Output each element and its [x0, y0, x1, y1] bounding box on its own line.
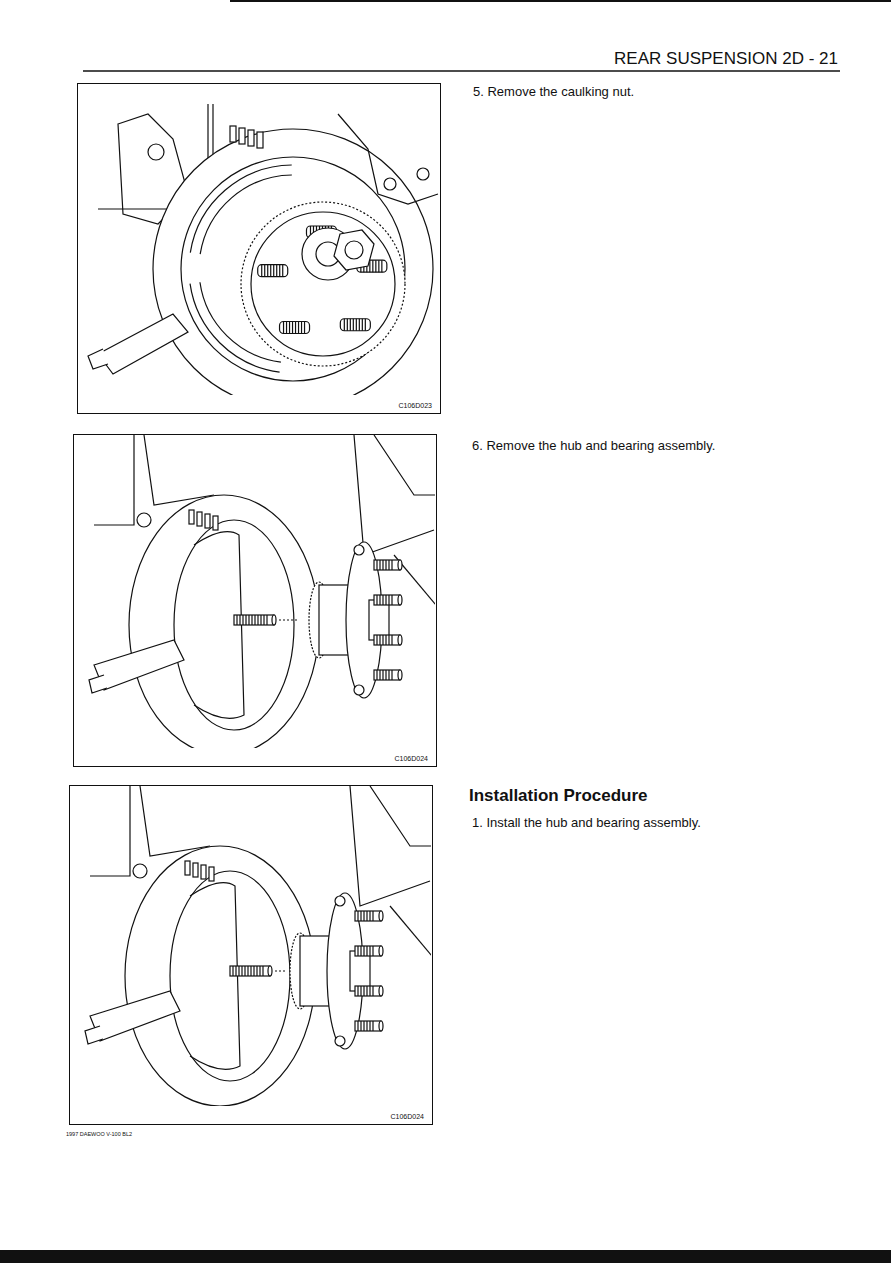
figure-frame: C106D024 [69, 785, 433, 1125]
page-header: REAR SUSPENSION 2D - 21 [614, 49, 838, 69]
figure-frame: C106D024 [73, 434, 437, 767]
nut-bore [345, 241, 363, 259]
step-text: 1. Install the hub and bearing assembly. [472, 815, 701, 830]
hub-cap [369, 600, 389, 640]
footer-text: 1997 DAEWOO V-100 BL2 [66, 1131, 132, 1137]
top-rule [230, 0, 891, 2]
wheel-stud [230, 966, 272, 976]
hub-illustration [74, 435, 435, 748]
wheel-cylinder [185, 861, 190, 875]
backing-plate-ridge [181, 157, 405, 381]
wheel-cylinder [189, 510, 194, 524]
caulking-nut [334, 230, 374, 270]
bottom-band [0, 1250, 891, 1263]
backing-plate-ridge [170, 871, 290, 1081]
flange-hole [335, 1036, 345, 1046]
wheel-cylinder [201, 865, 206, 879]
abs-ring [241, 202, 405, 366]
fastener [417, 168, 429, 180]
hub-illustration [78, 84, 439, 395]
figure-frame: C106D023 [77, 83, 441, 414]
header-rule [83, 70, 840, 72]
wheel-stud [374, 595, 402, 605]
flange-hole [354, 545, 364, 555]
wheel-cylinder [248, 130, 254, 146]
arm-bolt [89, 675, 107, 693]
wheel-stud [374, 560, 402, 570]
wheel-stud [355, 911, 383, 921]
wheel-stud [355, 946, 383, 956]
brake-shoe [194, 532, 244, 719]
section-heading: Installation Procedure [469, 786, 648, 806]
center-line [279, 619, 299, 620]
hub-cap [350, 951, 370, 991]
wheel-cylinder [213, 516, 218, 530]
figure-code: C106D023 [399, 402, 432, 409]
figure-code: C106D024 [391, 1113, 424, 1120]
wheel-stud [280, 322, 310, 334]
wheel-cylinder [209, 867, 214, 881]
hub-illustration [70, 786, 431, 1106]
step-text: 6. Remove the hub and bearing assembly. [472, 438, 715, 453]
wheel-stud [374, 635, 402, 645]
body-panel [338, 114, 438, 204]
wheel-stud [234, 615, 276, 625]
flange-hole [335, 896, 345, 906]
backing-plate [125, 846, 315, 1106]
wheel-stud [374, 670, 402, 680]
figure-code: C106D024 [395, 755, 428, 762]
trailing-arm [90, 991, 180, 1041]
brake-shoe [190, 883, 240, 1070]
backing-plate [153, 129, 433, 395]
wheel-stud [355, 1021, 383, 1031]
backing-plate-ridge [174, 520, 294, 730]
trailing-arm [98, 314, 188, 374]
strut [354, 435, 435, 555]
trailing-arm [94, 640, 184, 690]
bolt [133, 864, 147, 878]
strut [394, 555, 435, 605]
backing-plate [129, 495, 319, 748]
wheel-cylinder [239, 128, 245, 144]
fastener [384, 178, 396, 190]
wheel-stud [355, 986, 383, 996]
flange-hole [354, 685, 364, 695]
bolt [148, 144, 164, 160]
strut [390, 906, 431, 956]
wheel-stud [258, 265, 288, 277]
wheel-cylinder [197, 512, 202, 526]
hub-flange [251, 212, 395, 356]
wheel-cylinder [205, 514, 210, 528]
wheel-cylinder [257, 132, 263, 148]
arm-bolt [88, 349, 108, 369]
strut [350, 786, 431, 906]
wheel-stud [340, 319, 370, 331]
wheel-cylinder [193, 863, 198, 877]
center-line [275, 970, 285, 971]
step-text: 5. Remove the caulking nut. [473, 84, 634, 99]
arm-bolt [85, 1026, 103, 1044]
wheel-cylinder [230, 126, 236, 142]
bolt [137, 513, 151, 527]
